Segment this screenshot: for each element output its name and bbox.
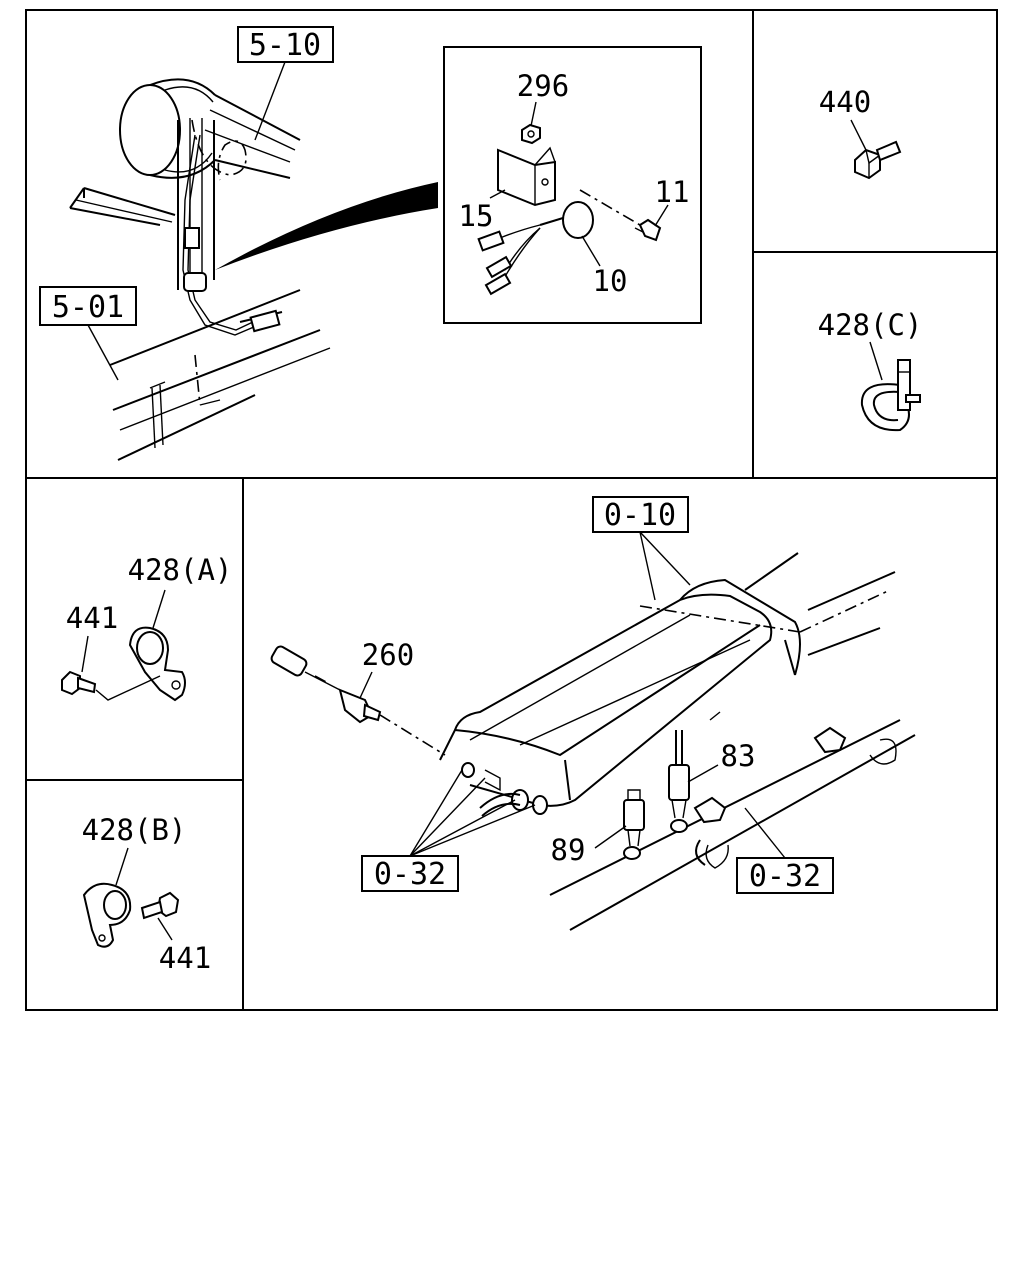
sensor-260 (270, 645, 446, 756)
ref-box-5-01[interactable]: 5-01 (39, 286, 137, 326)
label-296: 296 (517, 69, 569, 103)
label-15: 15 (459, 199, 494, 233)
ref-box-0-10[interactable]: 0-10 (592, 496, 689, 533)
ref-label-0-32-right: 0-32 (749, 859, 821, 894)
panel-frames (25, 9, 998, 1011)
label-10: 10 (593, 264, 628, 298)
panel-clamp-428b: 428(B) 441 (82, 813, 212, 975)
ref-label-5-01: 5-01 (52, 290, 124, 325)
leader-5-10 (254, 61, 286, 141)
label-428c: 428(C) (818, 308, 923, 342)
muffler-body (439, 552, 916, 931)
inset-detail: 296 15 11 10 (443, 46, 702, 324)
label-89: 89 (551, 833, 586, 867)
bolt-441-upper (61, 670, 97, 696)
switch-10 (477, 189, 641, 296)
plug-89 (623, 789, 645, 860)
label-428a: 428(A) (128, 553, 233, 587)
clamp-428b (82, 882, 132, 948)
ref-label-0-32-left: 0-32 (374, 857, 446, 892)
ref-label-5-10: 5-10 (249, 28, 321, 63)
inset-callout-wedge (215, 182, 438, 270)
bracket-15 (497, 146, 556, 207)
ref-box-5-10[interactable]: 5-10 (237, 26, 334, 63)
clamp-428a (95, 626, 186, 702)
bolt-441-lower (140, 891, 180, 920)
label-441-lower: 441 (159, 941, 211, 975)
leader-5-01 (87, 324, 119, 381)
panel-top-main: 5-10 5-01 (39, 26, 702, 461)
nut-296 (521, 123, 541, 145)
label-83: 83 (721, 739, 756, 773)
ref-box-0-32-right[interactable]: 0-32 (736, 857, 834, 894)
label-440: 440 (819, 85, 871, 119)
plug-83 (668, 730, 690, 833)
panel-bolt-440: 440 (819, 85, 902, 180)
ref-label-0-10: 0-10 (604, 498, 676, 533)
label-11: 11 (655, 175, 690, 209)
chassis-frame (69, 187, 331, 461)
ref-box-0-32-left[interactable]: 0-32 (361, 855, 459, 892)
bolt-440 (854, 140, 902, 180)
exhaust-pipe-illustration (119, 78, 301, 290)
harness-wire (182, 119, 283, 336)
label-260: 260 (362, 638, 414, 672)
cable-tie-428c (860, 359, 921, 432)
panel-clamp-428a: 428(A) 441 (61, 553, 233, 702)
label-428b: 428(B) (82, 813, 187, 847)
label-441-upper: 441 (66, 601, 118, 635)
panel-bottom-main: 0-10 260 83 89 0-32 0-32 (270, 496, 916, 931)
panel-clip-428c: 428(C) (818, 308, 923, 432)
